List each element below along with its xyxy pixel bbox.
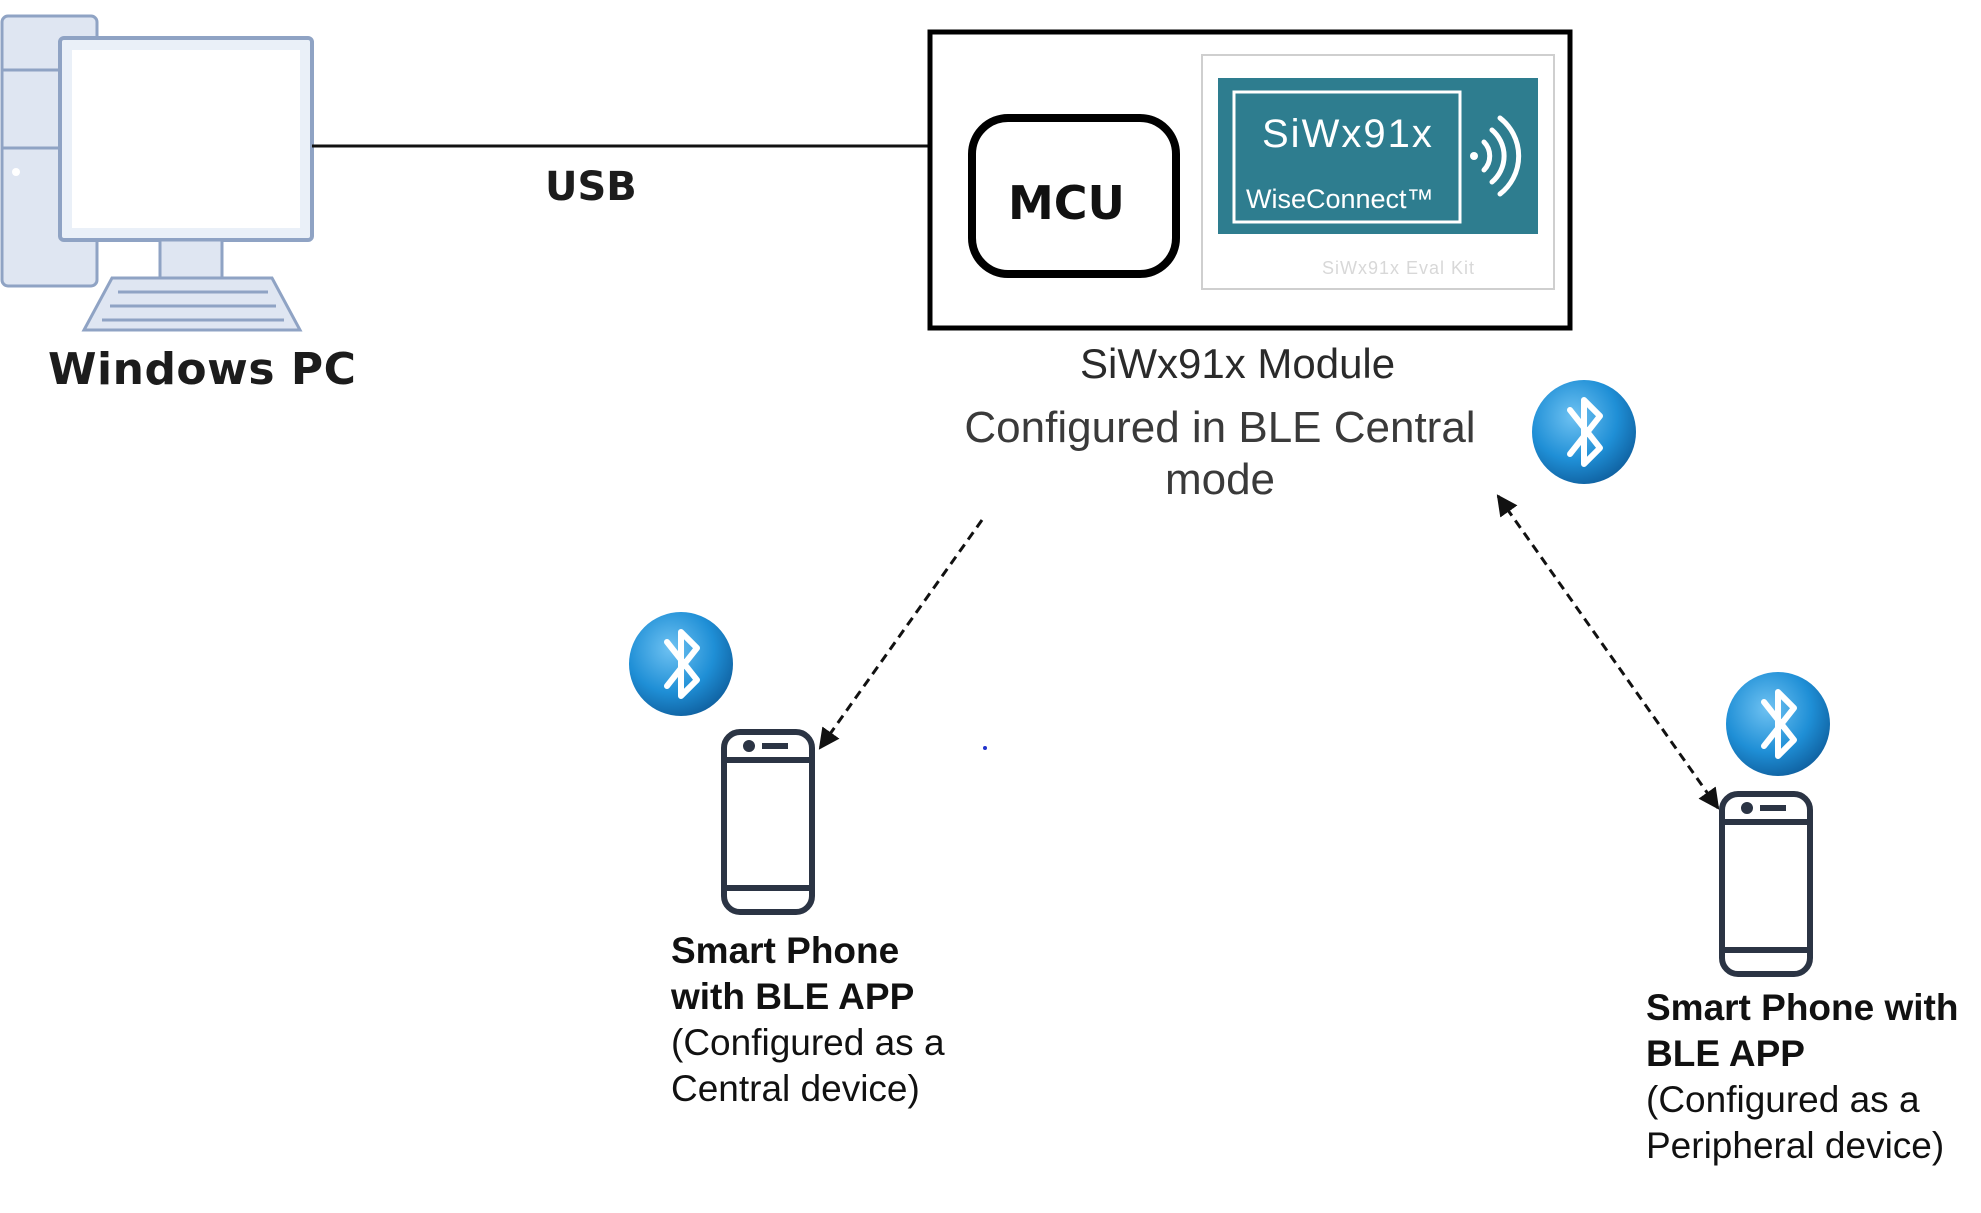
peripheral-phone-caption: Smart Phone with BLE APP (Configured as …: [1646, 985, 1976, 1169]
peripheral-phone-desc-line2: Peripheral device): [1646, 1125, 1945, 1166]
central-phone-desc-line2: Central device): [671, 1068, 920, 1109]
chip-brand-label: WiseConnect™: [1246, 184, 1434, 214]
smartphone-icon-central: [721, 729, 815, 915]
pc-icon: [0, 14, 314, 332]
wiseconnect-chip: [1218, 78, 1538, 234]
pc-label: Windows PC: [48, 344, 357, 395]
central-phone-desc-line1: (Configured as a: [671, 1022, 945, 1063]
stray-dot: [983, 746, 987, 750]
eval-kit-footer-label: SiWx91x Eval Kit: [1322, 258, 1476, 278]
central-phone-caption: Smart Phone with BLE APP (Configured as …: [671, 928, 991, 1112]
central-phone-link-arrow: [818, 519, 984, 750]
module-subtitle: Configured in BLE Central mode: [964, 403, 1476, 504]
chip-inner-frame: [1232, 90, 1462, 224]
bluetooth-icon-peripheral-phone: [1726, 672, 1830, 776]
bluetooth-icon-central-phone: [629, 612, 733, 716]
smartphone-icon-peripheral: [1719, 791, 1813, 977]
chip-name-label: SiWx91x: [1262, 112, 1434, 156]
mcu-block: [968, 114, 1180, 278]
wireless-signal-icon: [1470, 115, 1522, 197]
central-phone-title-line1: Smart Phone: [671, 930, 900, 971]
peripheral-phone-title-line2: BLE APP: [1646, 1033, 1805, 1074]
bluetooth-icon-module: [1532, 380, 1636, 484]
peripheral-phone-title-line1: Smart Phone with: [1646, 987, 1959, 1028]
module-title: SiWx91x Module: [1080, 340, 1396, 387]
peripheral-phone-link-arrow: [1496, 494, 1720, 810]
usb-label: USB: [545, 164, 637, 210]
peripheral-phone-desc-line1: (Configured as a: [1646, 1079, 1920, 1120]
central-phone-title-line2: with BLE APP: [671, 976, 915, 1017]
mcu-label: MCU: [1008, 176, 1125, 230]
